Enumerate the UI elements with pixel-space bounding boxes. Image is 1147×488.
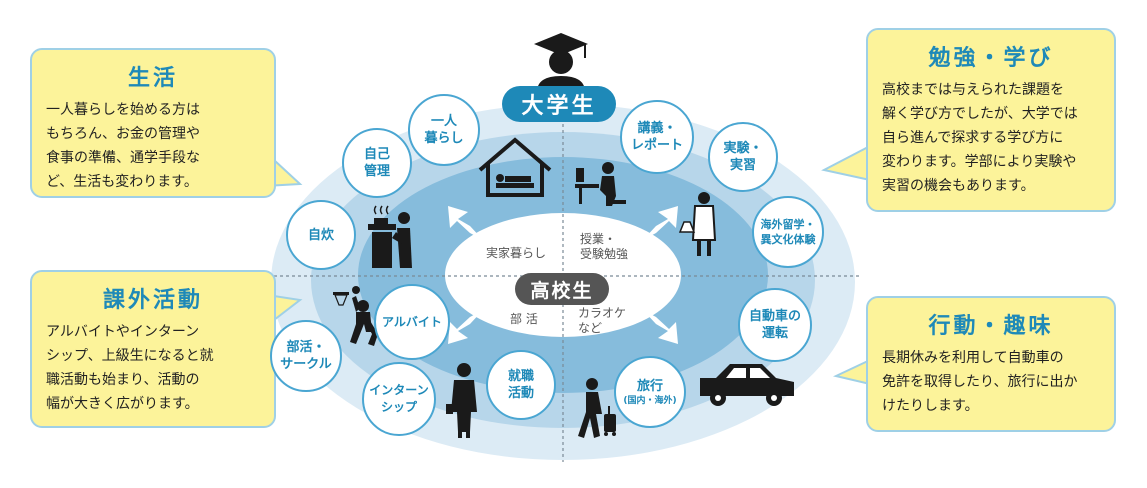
- bubble-driving-label: 自動車の 運転: [748, 309, 801, 341]
- bubble-experiments-label: 実験・ 実習: [723, 141, 763, 173]
- bubble-study-abroad: 海外留学・ 異文化体験: [752, 196, 824, 268]
- arrow-top-right: [643, 206, 678, 240]
- car-icon: [700, 364, 794, 406]
- study-body: 高校までは与えられた課題を 解く学び方でしたが、大学では 自ら進んで探求する学び…: [882, 82, 1078, 194]
- bubble-cooking: 自炊: [286, 200, 356, 270]
- arrow-bottom-right: [643, 310, 678, 344]
- basketball-player-icon: [333, 286, 378, 346]
- bubble-travel-label: 旅行: [636, 378, 663, 394]
- activity-callout-pointer: [832, 358, 871, 386]
- quadrant-bottom-right: カラオケ など: [578, 306, 627, 335]
- bubble-self-management: 自己 管理: [342, 128, 412, 198]
- bubble-internship-label: インターン シップ: [369, 383, 429, 414]
- life-title: 生活: [127, 66, 178, 91]
- cooking-icon: [368, 205, 412, 268]
- bubble-living-alone: 一人 暮らし: [408, 94, 480, 166]
- desk-study-icon: [575, 162, 626, 206]
- bubble-study-abroad-label: 海外留学・ 異文化体験: [760, 218, 816, 246]
- bubble-club: 部活・ サークル: [270, 320, 342, 392]
- bubble-lectures: 講義・ レポート: [620, 100, 694, 174]
- bubble-internship: インターン シップ: [362, 362, 436, 436]
- house-bed-icon: [478, 137, 552, 197]
- study-title: 勉強・学び: [928, 46, 1054, 71]
- life-callout: 生活 一人暮らしを始める方は もちろん、お金の管理や 食事の準備、通学手段な ど…: [30, 48, 276, 198]
- scientist-icon: [678, 192, 717, 256]
- quadrant-top-left: 実家暮らし: [486, 246, 547, 260]
- bubble-self-management-label: 自己 管理: [363, 147, 390, 179]
- extracurricular-title: 課外活動: [102, 288, 203, 313]
- graduate-icon: [534, 33, 588, 92]
- bubble-part-time: アルバイト: [374, 284, 450, 360]
- activity-callout: 行動・趣味 長期休みを利用して自動車の 免許を取得したり、旅行に出か けたりしま…: [866, 296, 1116, 432]
- bubble-experiments: 実験・ 実習: [708, 122, 778, 192]
- study-callout: 勉強・学び 高校までは与えられた課題を 解く学び方でしたが、大学では 自ら進んで…: [866, 28, 1116, 212]
- bubble-living-alone-label: 一人 暮らし: [424, 114, 464, 146]
- activity-title: 行動・趣味: [928, 314, 1054, 339]
- arrow-top-left: [448, 206, 483, 240]
- extracurricular-body: アルバイトやインターン シップ、上級生になると就 職活動も始まり、活動の 幅が大…: [46, 324, 214, 412]
- arrow-bottom-left: [448, 310, 483, 344]
- activity-body: 長期休みを利用して自動車の 免許を取得したり、旅行に出か けたりします。: [882, 350, 1078, 414]
- high-school-label: 高校生: [515, 273, 609, 305]
- bubble-travel: 旅行 (国内・海外): [614, 356, 686, 428]
- bubble-club-label: 部活・ サークル: [280, 340, 332, 372]
- bubble-lectures-label: 講義・ レポート: [630, 121, 683, 153]
- bubble-cooking-label: 自炊: [307, 227, 334, 243]
- bubble-job-hunting-label: 就職 活動: [507, 369, 534, 401]
- life-body: 一人暮らしを始める方は もちろん、お金の管理や 食事の準備、通学手段な ど、生活…: [46, 102, 200, 190]
- bubble-job-hunting: 就職 活動: [486, 350, 556, 420]
- quadrant-top-right: 授業・ 受験勉強: [580, 232, 629, 261]
- bubble-part-time-label: アルバイト: [382, 314, 442, 329]
- traveler-icon: [578, 378, 616, 438]
- bubble-travel-sublabel: (国内・海外): [623, 395, 677, 406]
- businessman-icon: [446, 363, 477, 438]
- university-label: 大学生: [502, 86, 616, 122]
- extracurricular-callout: 課外活動 アルバイトやインターン シップ、上級生になると就 職活動も始まり、活動…: [30, 270, 276, 428]
- bed-person-icon: [496, 174, 534, 188]
- quadrant-bottom-left: 部 活: [510, 312, 538, 326]
- study-callout-pointer: [821, 144, 871, 182]
- bubble-driving: 自動車の 運転: [738, 288, 812, 362]
